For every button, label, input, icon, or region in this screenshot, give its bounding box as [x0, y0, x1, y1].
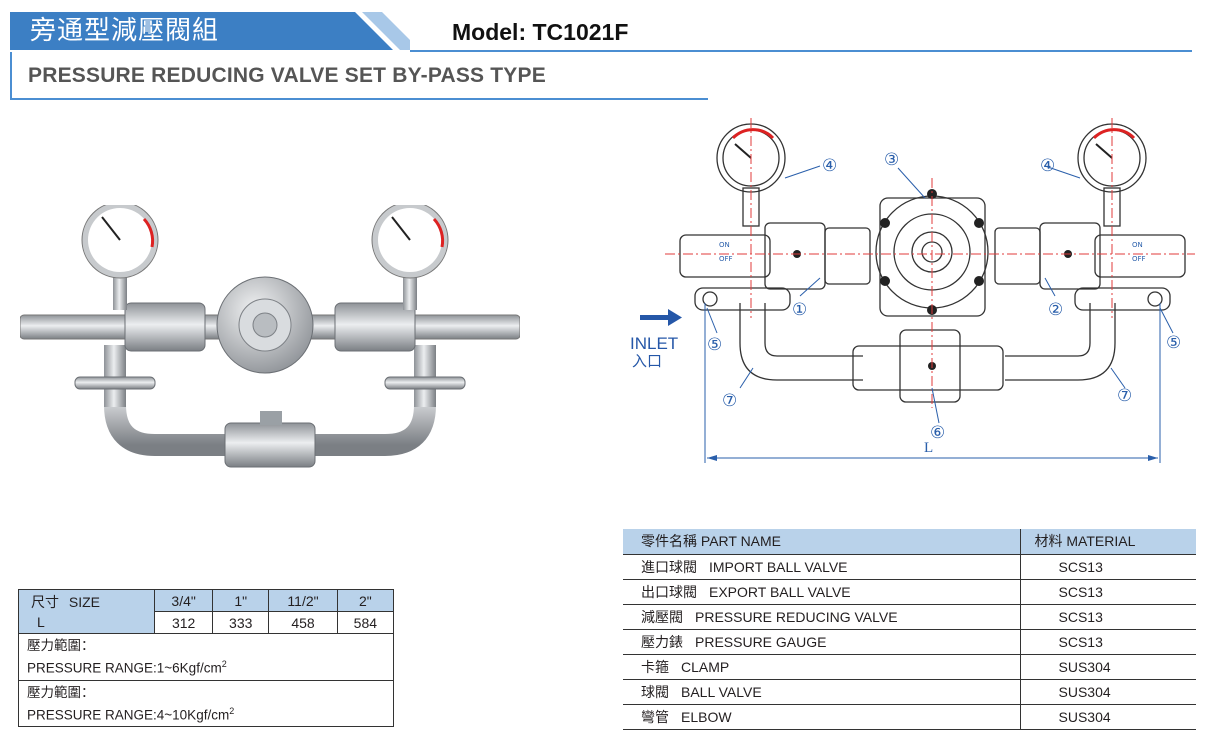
length-dimension-label: L: [924, 440, 934, 456]
gauge-right-photo: [371, 205, 449, 279]
part-name-en: EXPORT BALL VALVE: [709, 583, 851, 600]
pressure-range-label: 壓力範圍：: [27, 638, 95, 653]
table-row: 減壓閥 PRESSURE REDUCING VALVE SCS13: [623, 604, 1196, 630]
part-name-cn: 彎管: [641, 708, 669, 725]
part-name-cn: 球閥: [641, 683, 669, 700]
part-name-cn: 出口球閥: [641, 583, 697, 600]
table-row: 壓力錶 PRESSURE GAUGE SCS13: [623, 629, 1196, 655]
part-name-en: IMPORT BALL VALVE: [709, 558, 848, 575]
pressure-range-unit-exp: 2: [221, 659, 227, 669]
callout-1: ①: [792, 300, 808, 320]
callout-6: ⑥: [930, 423, 946, 443]
table-row: 彎管 ELBOW SUS304: [623, 704, 1196, 730]
part-material: SCS13: [1019, 554, 1196, 580]
pressure-range-1: 壓力範圍： PRESSURE RANGE:1~6Kgf/cm2: [18, 633, 394, 681]
part-name-en: PRESSURE GAUGE: [695, 633, 827, 650]
part-name-cn: 壓力錶: [641, 633, 683, 650]
parts-header-name: 零件名稱 PART NAME: [623, 529, 1020, 555]
switch-off-left: OFF: [719, 255, 733, 263]
size-col: 1": [212, 589, 270, 612]
title-chinese: 旁通型減壓閥組: [30, 16, 220, 46]
part-name-cn: 進口球閥: [641, 558, 697, 575]
table-row: 卡箍 CLAMP SUS304: [623, 654, 1196, 680]
switch-on-right: ON: [1132, 241, 1143, 249]
part-material: SUS304: [1019, 679, 1196, 705]
inlet-label: INLET: [630, 334, 679, 353]
part-name-cn: 卡箍: [641, 658, 669, 675]
pressure-range-value: PRESSURE RANGE:1~6Kgf/cm: [27, 660, 222, 676]
part-name-cn: 減壓閥: [641, 608, 683, 625]
part-material: SCS13: [1019, 579, 1196, 605]
table-row: 進口球閥 IMPORT BALL VALVE SCS13: [623, 554, 1196, 580]
pressure-range-label: 壓力範圍：: [27, 684, 95, 700]
header-left-rule: [10, 52, 12, 100]
header-divider: [410, 50, 1192, 52]
callout-3: ③: [884, 150, 900, 170]
part-name-en: BALL VALVE: [681, 683, 762, 700]
gauge-left-photo: [81, 205, 159, 279]
header-bottom-rule: [10, 98, 708, 100]
pressure-range-unit-exp: 2: [229, 705, 235, 716]
parts-table: 零件名稱 PART NAME 材料 MATERIAL 進口球閥 IMPORT BA…: [623, 529, 1196, 730]
size-table: 尺寸 SIZE L 3/4" 1" 11/2" 2" 312 333 458 5…: [17, 589, 395, 727]
pressure-range-value: PRESSURE RANGE:4~10Kgf/cm: [27, 707, 230, 722]
size-header-cn: 尺寸: [31, 593, 59, 610]
header-band: [10, 12, 410, 50]
length-value: 458: [268, 611, 338, 634]
switch-off-right: OFF: [1132, 255, 1146, 263]
technical-diagram: [640, 118, 1195, 463]
size-header-cell: 尺寸 SIZE L: [17, 589, 156, 634]
length-value: 584: [336, 611, 395, 634]
callout-4-right: ④: [1040, 156, 1056, 176]
part-name-en: PRESSURE REDUCING VALVE: [695, 608, 898, 625]
part-name-en: ELBOW: [681, 708, 732, 725]
part-material: SCS13: [1019, 629, 1196, 655]
size-row-label: L: [37, 613, 45, 630]
callout-7-right: ⑦: [1117, 386, 1133, 406]
model-number: Model: TC1021F: [452, 19, 629, 45]
part-material: SUS304: [1019, 704, 1196, 730]
size-header-en: SIZE: [68, 593, 101, 610]
length-value: 312: [154, 611, 214, 634]
part-name-en: CLAMP: [681, 658, 730, 675]
length-value: 333: [212, 611, 270, 634]
pressure-range-2: 壓力範圍： PRESSURE RANGE:4~10Kgf/cm2: [18, 679, 394, 727]
callout-7-left: ⑦: [722, 391, 738, 411]
callout-5-left: ⑤: [707, 335, 723, 355]
part-material: SCS13: [1019, 604, 1196, 630]
callout-2: ②: [1048, 300, 1064, 320]
size-col: 3/4": [154, 589, 214, 612]
inlet-label-chinese: 入口: [632, 352, 663, 370]
callout-5-right: ⑤: [1166, 333, 1182, 353]
part-material: SUS304: [1019, 654, 1196, 680]
product-photo: [20, 205, 520, 468]
table-row: 出口球閥 EXPORT BALL VALVE SCS13: [623, 579, 1196, 605]
size-col: 11/2": [268, 589, 338, 612]
parts-header-material: 材料 MATERIAL: [1019, 529, 1196, 555]
title-english: PRESSURE REDUCING VALVE SET BY-PASS TYPE: [28, 64, 546, 87]
table-row: 球閥 BALL VALVE SUS304: [623, 679, 1196, 705]
size-col: 2": [336, 589, 395, 612]
callout-4-left: ④: [822, 156, 838, 176]
switch-on-left: ON: [719, 241, 730, 249]
